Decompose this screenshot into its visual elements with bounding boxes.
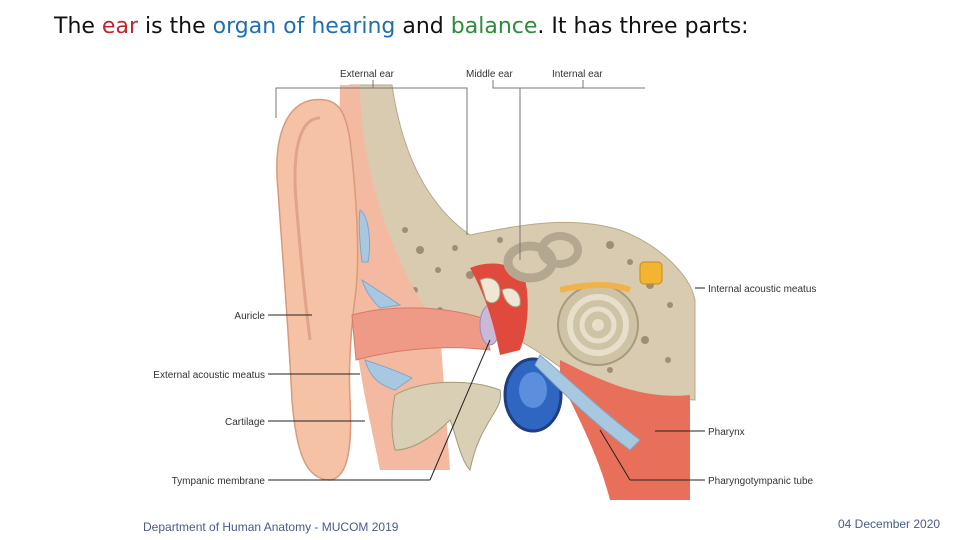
label-internal-acoustic-meatus: Internal acoustic meatus [708,284,816,295]
vessel-highlight [519,372,547,408]
footer-date: 04 December 2020 [838,517,940,531]
label-pharynx: Pharynx [708,427,745,438]
label-internal-ear: Internal ear [552,69,603,80]
label-cartilage: Cartilage [225,417,265,428]
auricle-shape [277,100,358,480]
label-auricle: Auricle [234,311,265,322]
label-tympanic-membrane: Tympanic membrane [172,476,266,487]
label-external-acoustic-meatus: External acoustic meatus [153,370,265,381]
label-middle-ear: Middle ear [466,69,513,80]
label-external-ear: External ear [340,69,395,80]
label-pharyngotympanic-tube: Pharyngotympanic tube [708,476,814,487]
footer-department: Department of Human Anatomy - MUCOM 2019 [143,520,398,534]
